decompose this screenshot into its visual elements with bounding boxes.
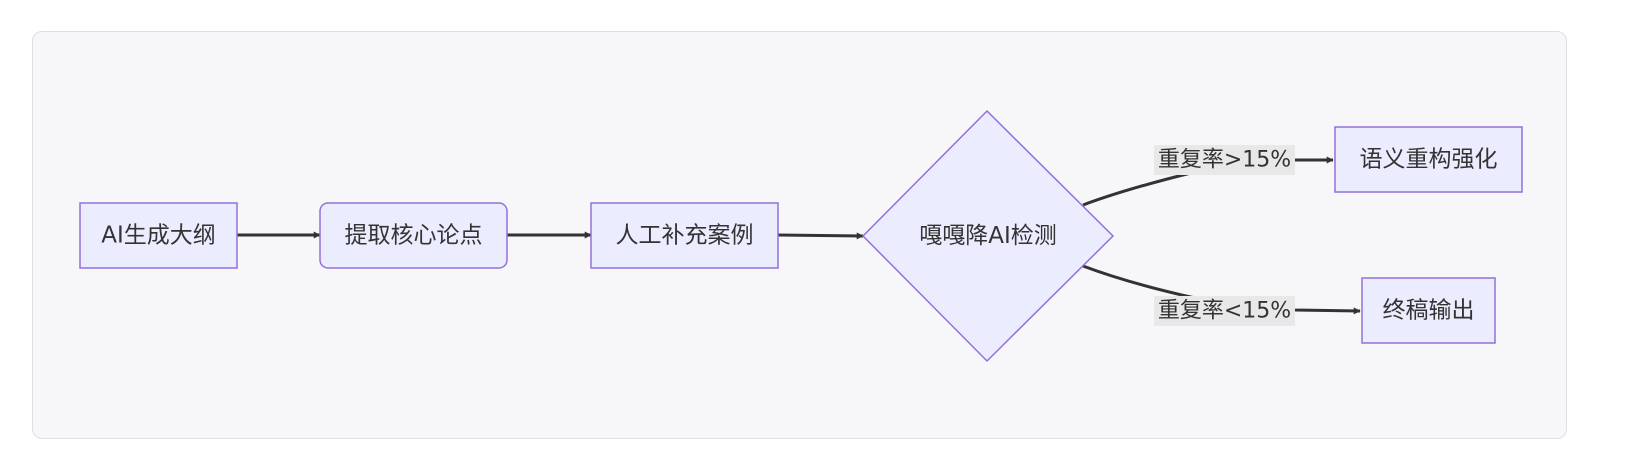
node-restructure[interactable]: 语义重构强化 — [1334, 126, 1523, 193]
node-restructure-label: 语义重构强化 — [1360, 147, 1498, 173]
edge-label-above-threshold: 重复率>15% — [1154, 145, 1295, 175]
node-outline[interactable]: AI生成大纲 — [79, 202, 238, 269]
node-supplement-label: 人工补充案例 — [616, 223, 754, 249]
node-detect[interactable]: 嘎嘎降AI检测 — [861, 109, 1115, 363]
edge-label-below-threshold-text: 重复率<15% — [1158, 299, 1291, 324]
edge-label-above-threshold-text: 重复率>15% — [1158, 148, 1291, 173]
node-extract[interactable]: 提取核心论点 — [319, 202, 508, 269]
node-outline-label: AI生成大纲 — [101, 223, 216, 249]
node-final-label: 终稿输出 — [1383, 298, 1475, 324]
node-extract-label: 提取核心论点 — [345, 223, 483, 249]
node-detect-label: 嘎嘎降AI检测 — [919, 223, 1057, 249]
edge-label-below-threshold: 重复率<15% — [1154, 296, 1295, 326]
node-supplement[interactable]: 人工补充案例 — [590, 202, 779, 269]
node-final[interactable]: 终稿输出 — [1361, 277, 1496, 344]
edge-supplement-to-detect — [777, 232, 864, 240]
